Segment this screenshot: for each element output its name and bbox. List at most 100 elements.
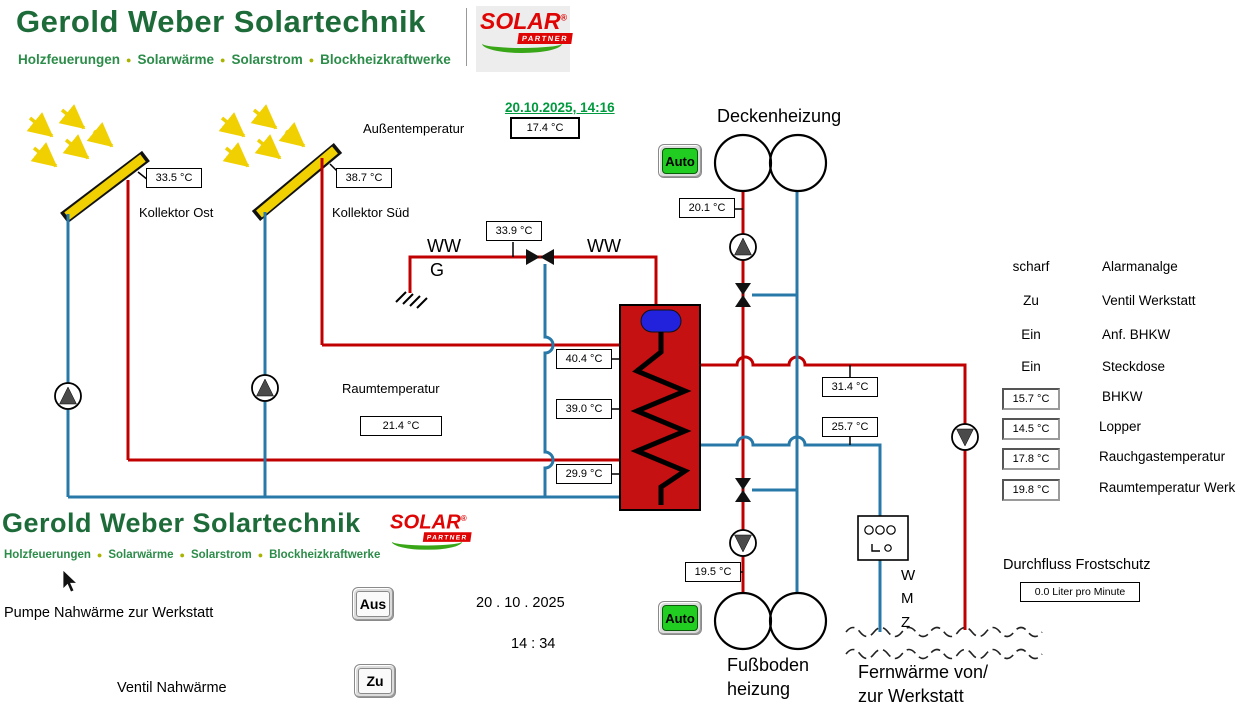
ventil-nahwaerme-label: Ventil Nahwärme [117,680,227,696]
header-divider [466,8,467,66]
tagline-separator-dot: ● [308,54,315,65]
auto-button-fussboden[interactable]: Auto [658,601,702,635]
werkstatt-ruecklauf-value: 25.7 °C [822,417,878,437]
pump-deckenheizung-icon [729,233,757,261]
rauchgas-label: Rauchgastemperatur [1099,449,1226,464]
tagline-separator-dot: ● [96,550,103,560]
solar-logo-word: SOLAR [480,8,561,34]
tagline-separator-dot: ● [126,54,132,65]
tagline-item: Blockheizkraftwerke [269,549,381,561]
durchfluss-value: 0.0 Liter pro Minute [1020,582,1140,602]
tagline-separator-dot: ● [220,54,226,65]
solar-logo-swoosh-icon [391,533,463,550]
tagline-item: Holzfeuerungen [4,549,91,561]
collector-sued-icon [251,142,343,222]
speicher-mitte-value: 39.0 °C [556,399,612,419]
fussboden-vorlauf-value: 19.5 °C [685,562,741,582]
status-bhkw-state: Ein [1021,327,1041,342]
raumtemperatur-value: 21.4 °C [360,416,442,436]
fussbodenheizung-icon [713,591,828,651]
fernwaerme-wavy-lines [845,626,1043,660]
pump-kollektor-ost-icon [54,382,82,410]
company-name-footer: Gerold Weber Solartechnik [2,508,361,538]
tagline-item: Solarwärme [137,52,214,67]
zu-button-ventil-nahwaerme[interactable]: Zu [354,664,396,698]
ww-g-label: G [430,260,445,280]
registered-mark: ® [460,514,467,523]
valve-ww-icon [526,249,554,265]
wmz-label: W M Z [901,567,916,631]
pipes-cold [66,191,882,632]
deckenheizung-icon [713,133,828,193]
tagline-item: Holzfeuerungen [18,52,121,67]
kollektor-sued-value: 38.7 °C [336,168,392,188]
bhkw-value: 15.7 °C [1002,388,1060,410]
solar-logo-text: SOLAR® [390,512,471,532]
status-bhkw-label: Anf. BHKW [1102,327,1171,342]
sun-rays-ost-icon [26,104,114,168]
status-alarm-label: Alarmanalge [1102,259,1178,274]
tagline-item: Solarstrom [231,52,303,67]
tagline-separator-dot: ● [179,550,185,560]
rauchgas-value: 17.8 °C [1002,448,1060,470]
time-display: 14 : 34 [511,636,556,652]
aussentemperatur-value: 17.4 °C [510,117,580,139]
solar-logo-partner-band: PARTNER [422,532,472,542]
collector-ost-icon [60,150,150,224]
pumpe-nahwaerme-label: Pumpe Nahwärme zur Werkstatt [4,605,214,621]
valve-deckenheizung-icon [735,283,751,307]
heat-meter-icon [857,515,909,561]
mouse-cursor-icon [62,569,79,593]
ground-symbol-icon [395,291,428,309]
raum-werkstatt-value: 19.8 °C [1002,479,1060,501]
ww-right-label: WW [587,236,621,256]
pump-fussboden-icon [729,529,757,557]
registered-mark: ® [560,12,568,23]
company-tagline: Holzfeuerungen ● Solarwärme ● Solarstrom… [18,52,451,67]
auto-button-label: Auto [662,148,698,174]
solar-logo-word: SOLAR [390,510,461,534]
status-ventil-label: Ventil Werkstatt [1102,293,1196,308]
aus-button-label: Aus [356,591,390,617]
raumtemperatur-label: Raumtemperatur [342,381,440,396]
date-display: 20 . 10 . 2025 [476,595,565,611]
speicher-oben-value: 40.4 °C [556,349,612,369]
status-ventil-state: Zu [1023,293,1039,308]
solar-partner-logo-footer: SOLAR® PARTNER [390,512,472,565]
pipes-hot [126,158,967,630]
ww-left-label: WW [427,236,461,256]
pump-kollektor-sued-icon [251,374,279,402]
company-name: Gerold Weber Solartechnik [16,4,426,39]
status-steckdose-label: Steckdose [1102,359,1166,374]
raum-werkstatt-label: Raumtemperatur Werk [1099,480,1236,495]
durchfluss-label: Durchfluss Frostschutz [1003,557,1151,573]
solar-logo-text: SOLAR® [480,10,572,33]
lopper-label: Lopper [1099,419,1142,434]
solar-partner-logo: SOLAR® PARTNER [480,10,573,70]
aussentemperatur-label: Außentemperatur [363,121,465,136]
storage-tank-icon [619,304,701,511]
auto-button-label: Auto [662,605,698,631]
tagline-separator-dot: ● [257,550,264,560]
company-tagline-footer: Holzfeuerungen ● Solarwärme ● Solarstrom… [4,549,380,561]
werkstatt-vorlauf-value: 31.4 °C [822,377,878,397]
datetime-display: 20.10.2025, 14:16 [505,100,615,115]
tagline-item: Solarwärme [108,549,174,561]
solar-logo-partner-band: PARTNER [517,33,573,44]
status-alarm-state: scharf [1012,259,1050,274]
fernwaerme-label: Fernwärme von/ zur Werkstatt [858,662,989,705]
tagline-item: Blockheizkraftwerke [320,52,451,67]
sun-rays-sued-icon [218,104,306,168]
kollektor-sued-label: Kollektor Süd [332,205,410,220]
speicher-unten-value: 29.9 °C [556,464,612,484]
zu-button-label: Zu [358,668,392,694]
pump-werkstatt-icon [951,423,979,451]
fussbodenheizung-label: Fußboden heizung [727,655,810,700]
deckenheizung-label: Deckenheizung [717,106,842,126]
kollektor-ost-label: Kollektor Ost [139,205,214,220]
aus-button-pumpe-nahwaerme[interactable]: Aus [352,587,394,621]
ww-temp-value: 33.9 °C [486,221,542,241]
auto-button-deckenheizung[interactable]: Auto [658,144,702,178]
status-steckdose-state: Ein [1021,359,1041,374]
